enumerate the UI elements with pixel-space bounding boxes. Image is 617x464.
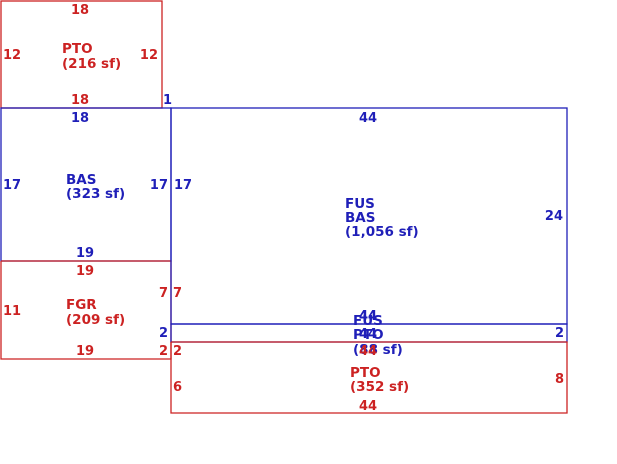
dim-right: 24 bbox=[545, 209, 563, 224]
dim-right: 8 bbox=[555, 372, 564, 387]
dim-right-lower: 2 bbox=[159, 344, 168, 359]
area-label-size: (209 sf) bbox=[66, 312, 125, 328]
dim-top: 18 bbox=[71, 111, 89, 126]
area-label-size: (88 sf) bbox=[353, 342, 403, 358]
area-fus-bas: 44 44 17 24 FUS BAS (1,056 sf) bbox=[174, 111, 563, 324]
area-label-code-2: BAS bbox=[345, 210, 375, 226]
area-label-code: FGR bbox=[66, 297, 97, 313]
dim-bottom: 44 bbox=[359, 309, 377, 324]
dim-right: 2 bbox=[555, 326, 564, 341]
dim-left: 11 bbox=[3, 304, 21, 319]
pto-bottom-outline bbox=[170, 341, 568, 414]
dim-left-upper-b: 2 bbox=[173, 344, 182, 359]
dim-top: 44 bbox=[359, 344, 377, 359]
area-fus-pto: 44 44 2 2 FUS PTO (88 sf) bbox=[159, 309, 564, 358]
area-label-size: (323 sf) bbox=[66, 186, 125, 202]
dim-top: 44 bbox=[359, 309, 377, 324]
dim-left: 17 bbox=[3, 178, 21, 193]
dim-bottom: 44 bbox=[359, 327, 377, 342]
dim-bottom: 19 bbox=[76, 246, 94, 261]
dim-bottom: 44 bbox=[359, 399, 377, 414]
dim-top: 44 bbox=[359, 111, 377, 126]
dim-left: 12 bbox=[3, 48, 21, 63]
area-label-code: PTO bbox=[62, 41, 93, 57]
area-fgr: 19 19 11 7 2 FGR (209 sf) bbox=[3, 264, 168, 359]
dim-bottom: 18 bbox=[71, 93, 89, 108]
connector-dim: 1 bbox=[163, 93, 172, 108]
dim-right: 17 bbox=[150, 178, 168, 193]
area-label-size: (216 sf) bbox=[62, 56, 121, 72]
area-pto-top: 18 18 12 12 PTO (216 sf) bbox=[3, 3, 158, 108]
dim-top: 18 bbox=[71, 3, 89, 18]
area-label-code-1: FUS bbox=[345, 196, 375, 212]
area-label-code: BAS bbox=[66, 172, 96, 188]
area-label-code-2: PTO bbox=[353, 327, 384, 343]
dim-right: 7 bbox=[159, 286, 168, 301]
dim-top: 19 bbox=[76, 264, 94, 279]
area-label-size: (1,056 sf) bbox=[345, 224, 419, 240]
dim-bottom: 19 bbox=[76, 344, 94, 359]
dim-left: 6 bbox=[173, 380, 182, 395]
dim-left: 17 bbox=[174, 178, 192, 193]
area-label-code: PTO bbox=[350, 365, 381, 381]
dim-left: 2 bbox=[159, 326, 168, 341]
dim-right: 12 bbox=[140, 48, 158, 63]
area-label-code-1: FUS bbox=[353, 313, 383, 329]
area-label-size: (352 sf) bbox=[350, 379, 409, 395]
area-bas: 18 19 17 17 BAS (323 sf) bbox=[3, 111, 168, 261]
area-pto-bottom: 44 44 6 8 7 2 PTO (352 sf) bbox=[173, 286, 564, 414]
dim-left-upper-a: 7 bbox=[173, 286, 182, 301]
